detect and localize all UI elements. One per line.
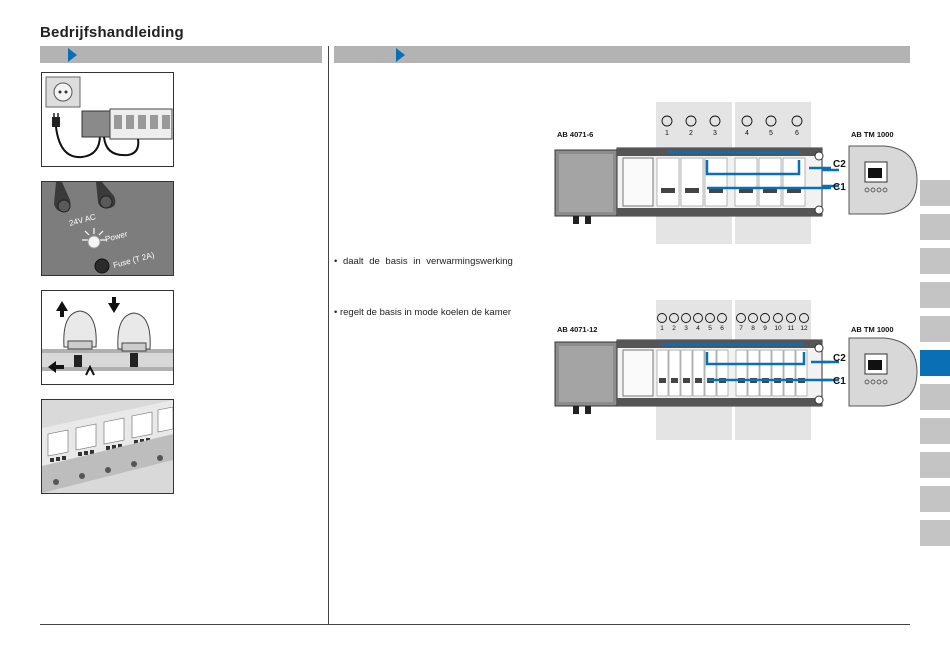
right-section-header bbox=[334, 46, 910, 63]
side-tab[interactable] bbox=[920, 180, 950, 206]
zone-number: 9 bbox=[763, 325, 767, 332]
zone-number: 6 bbox=[720, 325, 724, 332]
side-tab[interactable] bbox=[920, 418, 950, 444]
zone-number: 6 bbox=[795, 130, 799, 137]
side-tab[interactable] bbox=[920, 520, 950, 546]
base-model-label: AB 4071-12 bbox=[557, 325, 597, 334]
wiring-diagram-12-zones: 1 2 3 4 5 6 7 8 9 10 11 12 AB 4071-12 AB… bbox=[553, 298, 918, 443]
side-tab[interactable] bbox=[920, 486, 950, 512]
zone-number: 2 bbox=[689, 130, 693, 137]
zone-number: 3 bbox=[684, 325, 688, 332]
side-tab[interactable] bbox=[920, 214, 950, 240]
arrow-right-icon bbox=[68, 48, 77, 62]
zone-number: 12 bbox=[800, 325, 808, 332]
bullet-heating-mode: • daalt de basis in verwarmingswerking bbox=[334, 256, 513, 267]
page-title: Bedrijfshandleiding bbox=[40, 24, 184, 41]
zone-number: 8 bbox=[751, 325, 755, 332]
c2-label: C2 bbox=[833, 159, 846, 170]
c2-label: C2 bbox=[833, 353, 846, 364]
zone-number: 7 bbox=[739, 325, 743, 332]
side-tab[interactable] bbox=[920, 452, 950, 478]
side-tab[interactable] bbox=[920, 282, 950, 308]
arrow-right-icon bbox=[396, 48, 405, 62]
zone-number: 10 bbox=[774, 325, 782, 332]
zone-number: 11 bbox=[788, 325, 795, 332]
figure-actuator-mounting bbox=[41, 290, 174, 385]
left-section-header bbox=[40, 46, 322, 63]
side-tab-active[interactable] bbox=[920, 350, 950, 376]
side-tab[interactable] bbox=[920, 248, 950, 274]
zone-number: 2 bbox=[672, 325, 676, 332]
column-divider bbox=[328, 46, 329, 625]
controller-model-label: AB TM 1000 bbox=[851, 325, 894, 334]
zone-number: 4 bbox=[745, 130, 749, 137]
zone-number: 4 bbox=[696, 325, 700, 332]
zone-number: 3 bbox=[713, 130, 717, 137]
side-tab[interactable] bbox=[920, 384, 950, 410]
figure-power-fuse: 24V AC Power Fuse (T 2A) bbox=[41, 181, 174, 276]
zone-number: 5 bbox=[769, 130, 773, 137]
footer-rule bbox=[40, 624, 910, 625]
zone-number: 5 bbox=[708, 325, 712, 332]
controller-model-label: AB TM 1000 bbox=[851, 130, 894, 139]
zone-number: 1 bbox=[665, 130, 669, 137]
zone-number: 1 bbox=[660, 325, 664, 332]
c1-label: C1 bbox=[833, 376, 846, 387]
wiring-diagram-6-zones: 1 2 3 4 5 6 AB 4071-6 AB TM 1000 bbox=[553, 100, 918, 245]
side-tab[interactable] bbox=[920, 316, 950, 342]
c1-label: C1 bbox=[833, 182, 846, 193]
bullet-cooling-mode: • regelt de basis in mode koelen de kame… bbox=[334, 307, 511, 318]
figure-terminal-strip bbox=[41, 399, 174, 494]
figure-mains-connection bbox=[41, 72, 174, 167]
base-model-label: AB 4071-6 bbox=[557, 130, 593, 139]
